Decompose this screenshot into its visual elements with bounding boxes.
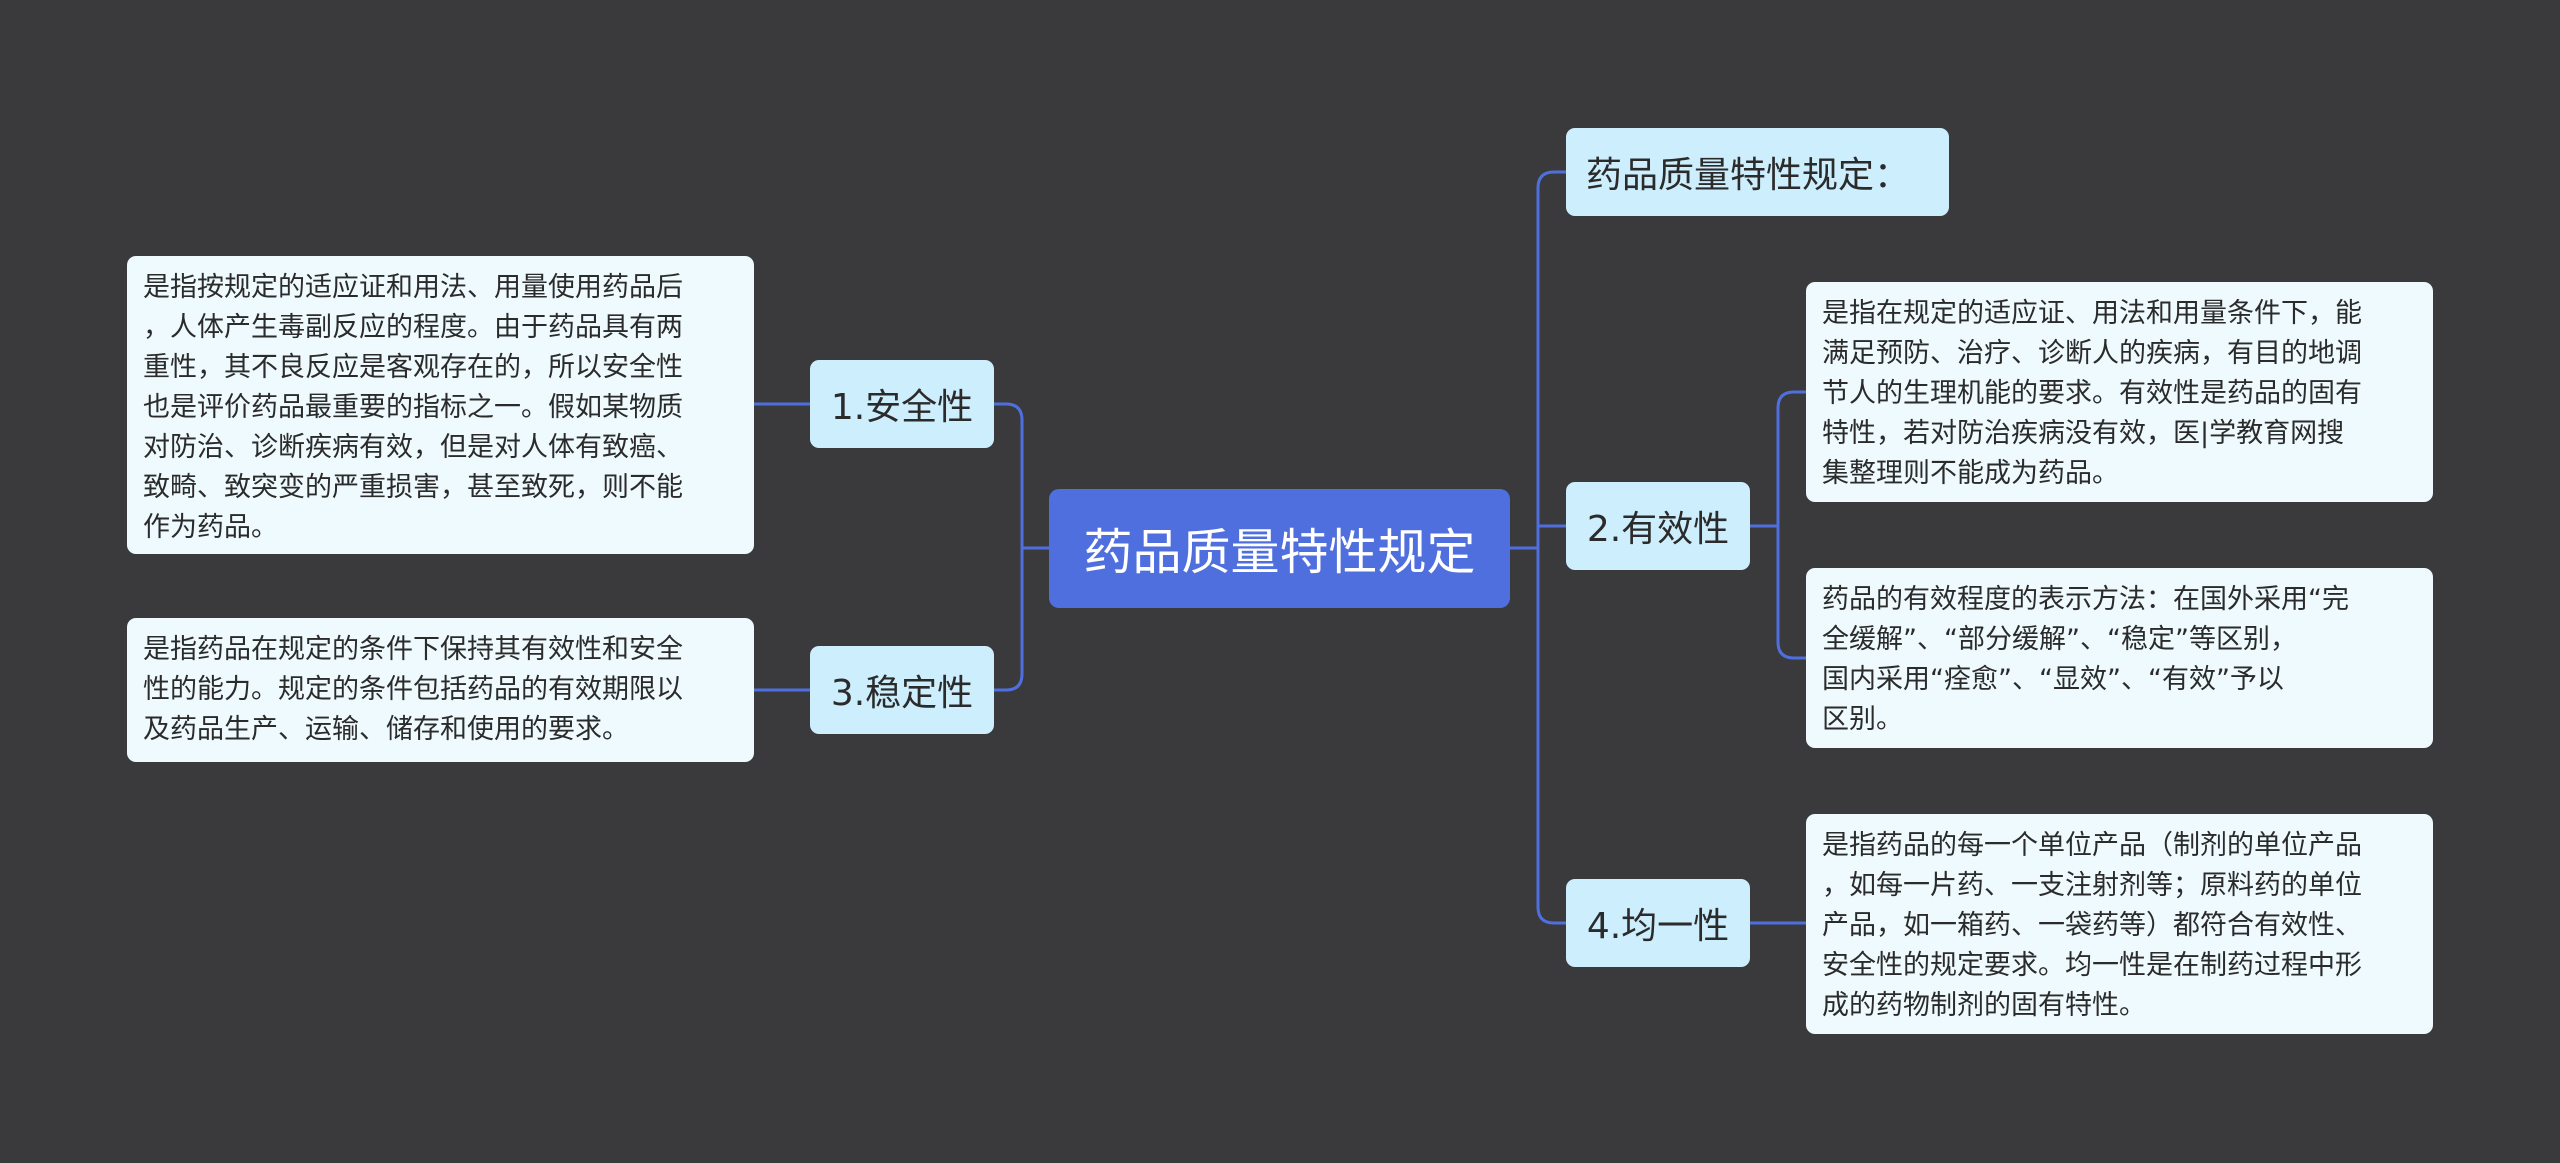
root-node[interactable]: 药品质量特性规定 bbox=[1049, 489, 1510, 608]
connector-effectiveness-leaf-1 bbox=[1776, 390, 1806, 526]
leaf-effectiveness-definition: 是指在规定的适应证、用法和用量条件下，能 满足预防、治疗、诊断人的疾病，有目的地… bbox=[1806, 282, 2433, 502]
connector-left-safety bbox=[994, 402, 1024, 548]
connector-right-uniformity bbox=[1536, 548, 1566, 925]
connector-right-effectiveness bbox=[1536, 524, 1566, 548]
leaf-safety-definition: 是指按规定的适应证和用法、用量使用药品后 ，人体产生毒副反应的程度。由于药品具有… bbox=[127, 256, 754, 554]
leaf-effectiveness-measure: 药品的有效程度的表示方法：在国外采用“完 全缓解”、“部分缓解”、“稳定”等区别… bbox=[1806, 568, 2433, 748]
connector-right-heading bbox=[1536, 170, 1566, 548]
connector-effectiveness-leaf-2 bbox=[1776, 526, 1806, 660]
branch-effectiveness[interactable]: 2.有效性 bbox=[1566, 482, 1750, 570]
leaf-uniformity-definition: 是指药品的每一个单位产品（制剂的单位产品 ，如每一片药、一支注射剂等；原料药的单… bbox=[1806, 814, 2433, 1034]
leaf-stability-definition: 是指药品在规定的条件下保持其有效性和安全 性的能力。规定的条件包括药品的有效期限… bbox=[127, 618, 754, 762]
connector-left-stability bbox=[994, 548, 1024, 692]
branch-stability[interactable]: 3.稳定性 bbox=[810, 646, 994, 734]
branch-uniformity[interactable]: 4.均一性 bbox=[1566, 879, 1750, 967]
branch-heading[interactable]: 药品质量特性规定： bbox=[1566, 128, 1949, 216]
branch-safety[interactable]: 1.安全性 bbox=[810, 360, 994, 448]
